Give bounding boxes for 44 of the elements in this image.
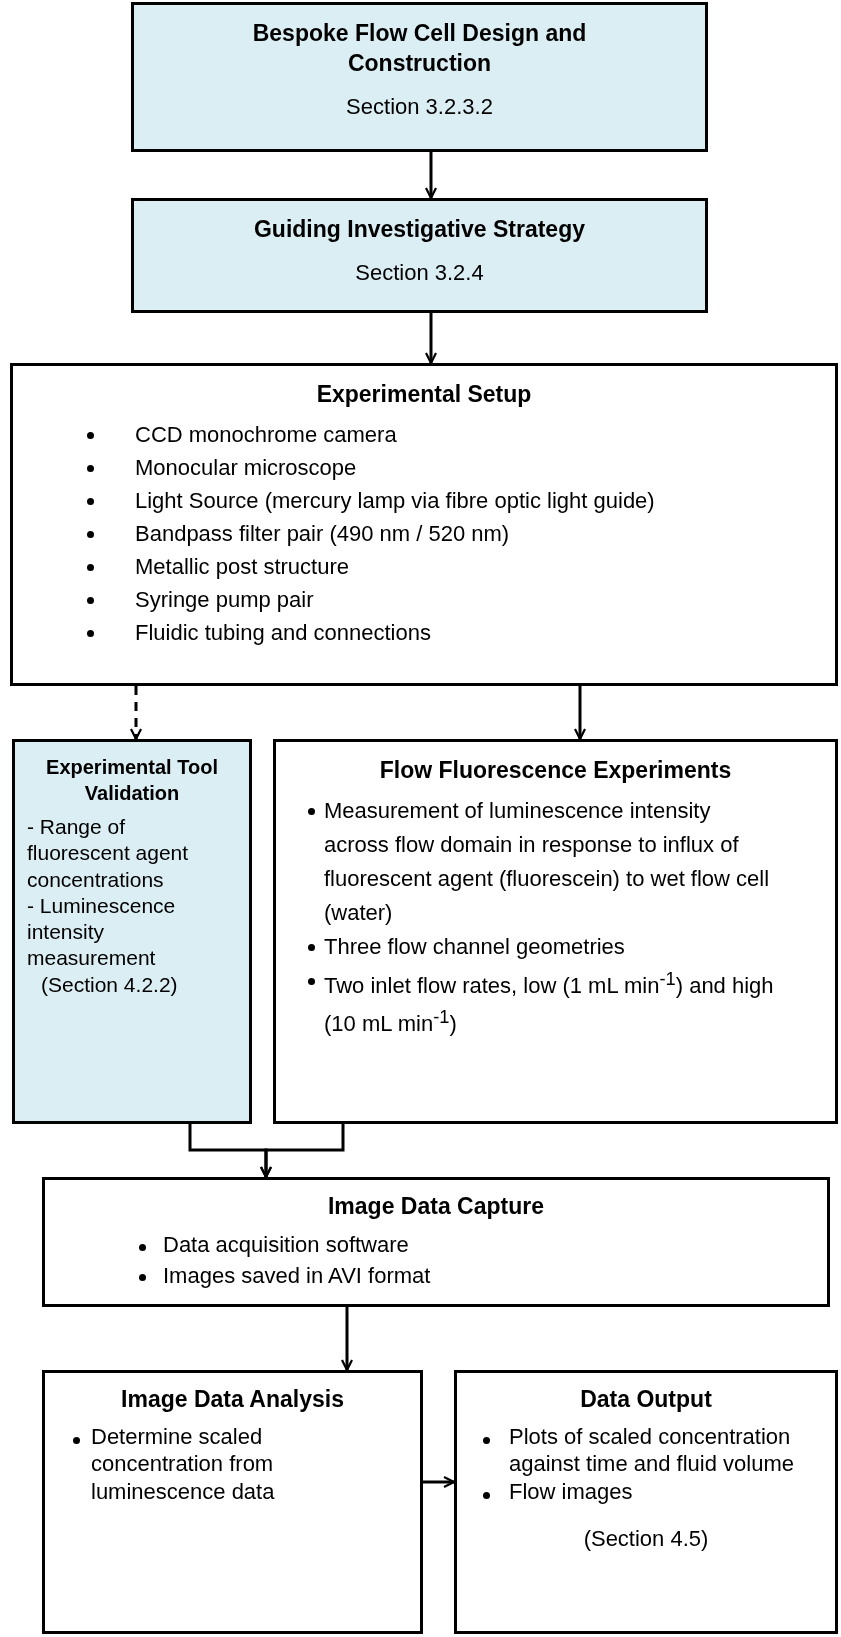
- arrow: [573, 686, 587, 741]
- bullet-item: Determine scaled concentration from luminescence data: [69, 1422, 300, 1506]
- box-heading: Image Data Capture: [327, 1192, 545, 1221]
- bullet-item: Measurement of luminescence intensity across flow domain in response to influx of fluorescent agent (fluorescein) to wet flow cell (water): [304, 793, 775, 931]
- box-heading: Experimental Tool Validation: [45, 755, 219, 806]
- bullet-item: CCD monochrome camera: [83, 417, 827, 451]
- box-heading: Image Data Analysis: [120, 1385, 345, 1414]
- arrow: [340, 1307, 354, 1372]
- list-item: - Range of fluorescent agent concentrations: [27, 814, 190, 893]
- box-heading: Bespoke Flow Cell Design and Construction: [251, 19, 588, 78]
- arrow: [423, 1475, 456, 1489]
- process-box: [131, 198, 708, 313]
- arrow: [424, 313, 438, 365]
- process-box: [42, 1177, 830, 1307]
- arrow: [259, 1124, 345, 1179]
- process-box: [42, 1370, 423, 1634]
- bullet-item: Two inlet flow rates, low (1 mL min$^{-1}$) and high (10 mL min$^{-1}$): [304, 964, 775, 1042]
- box-heading: Flow Fluorescence Experiments: [378, 756, 733, 785]
- box-heading: Guiding Investigative Strategy: [253, 215, 586, 244]
- section-reference: (Section 4.2.2): [41, 971, 179, 998]
- list-item: - Luminescence intensity measurement: [27, 892, 177, 972]
- arrow: [129, 686, 143, 741]
- bullet-item: Images saved in AVI format: [135, 1260, 819, 1292]
- section-reference: Section 3.2.4: [354, 258, 485, 287]
- bullet-item: Flow images: [479, 1477, 827, 1506]
- arrow: [424, 152, 438, 200]
- box-heading: Experimental Setup: [315, 380, 533, 409]
- process-box: [131, 2, 708, 152]
- bullet-item: Syringe pump pair: [83, 582, 827, 616]
- bullet-item: Light Source (mercury lamp via fibre optic light guide): [83, 483, 827, 517]
- bullet-item: Plots of scaled concentration against time and fluid volume: [479, 1422, 827, 1478]
- bullet-item: Fluidic tubing and connections: [83, 615, 827, 649]
- process-box: [12, 739, 252, 1124]
- bullet-item: Bandpass filter pair (490 nm / 520 nm): [83, 516, 827, 550]
- bullet-item: Three flow channel geometries: [304, 930, 775, 965]
- bullet-item: Data acquisition software: [135, 1229, 819, 1261]
- section-reference: (Section 4.5): [582, 1525, 710, 1554]
- process-box: [454, 1370, 838, 1634]
- box-heading: Data Output: [579, 1385, 713, 1414]
- process-box: [10, 363, 838, 686]
- section-reference: Section 3.2.3.2: [345, 92, 494, 121]
- process-box: [273, 739, 838, 1124]
- bullet-item: Monocular microscope: [83, 450, 827, 484]
- bullet-item: Metallic post structure: [83, 549, 827, 583]
